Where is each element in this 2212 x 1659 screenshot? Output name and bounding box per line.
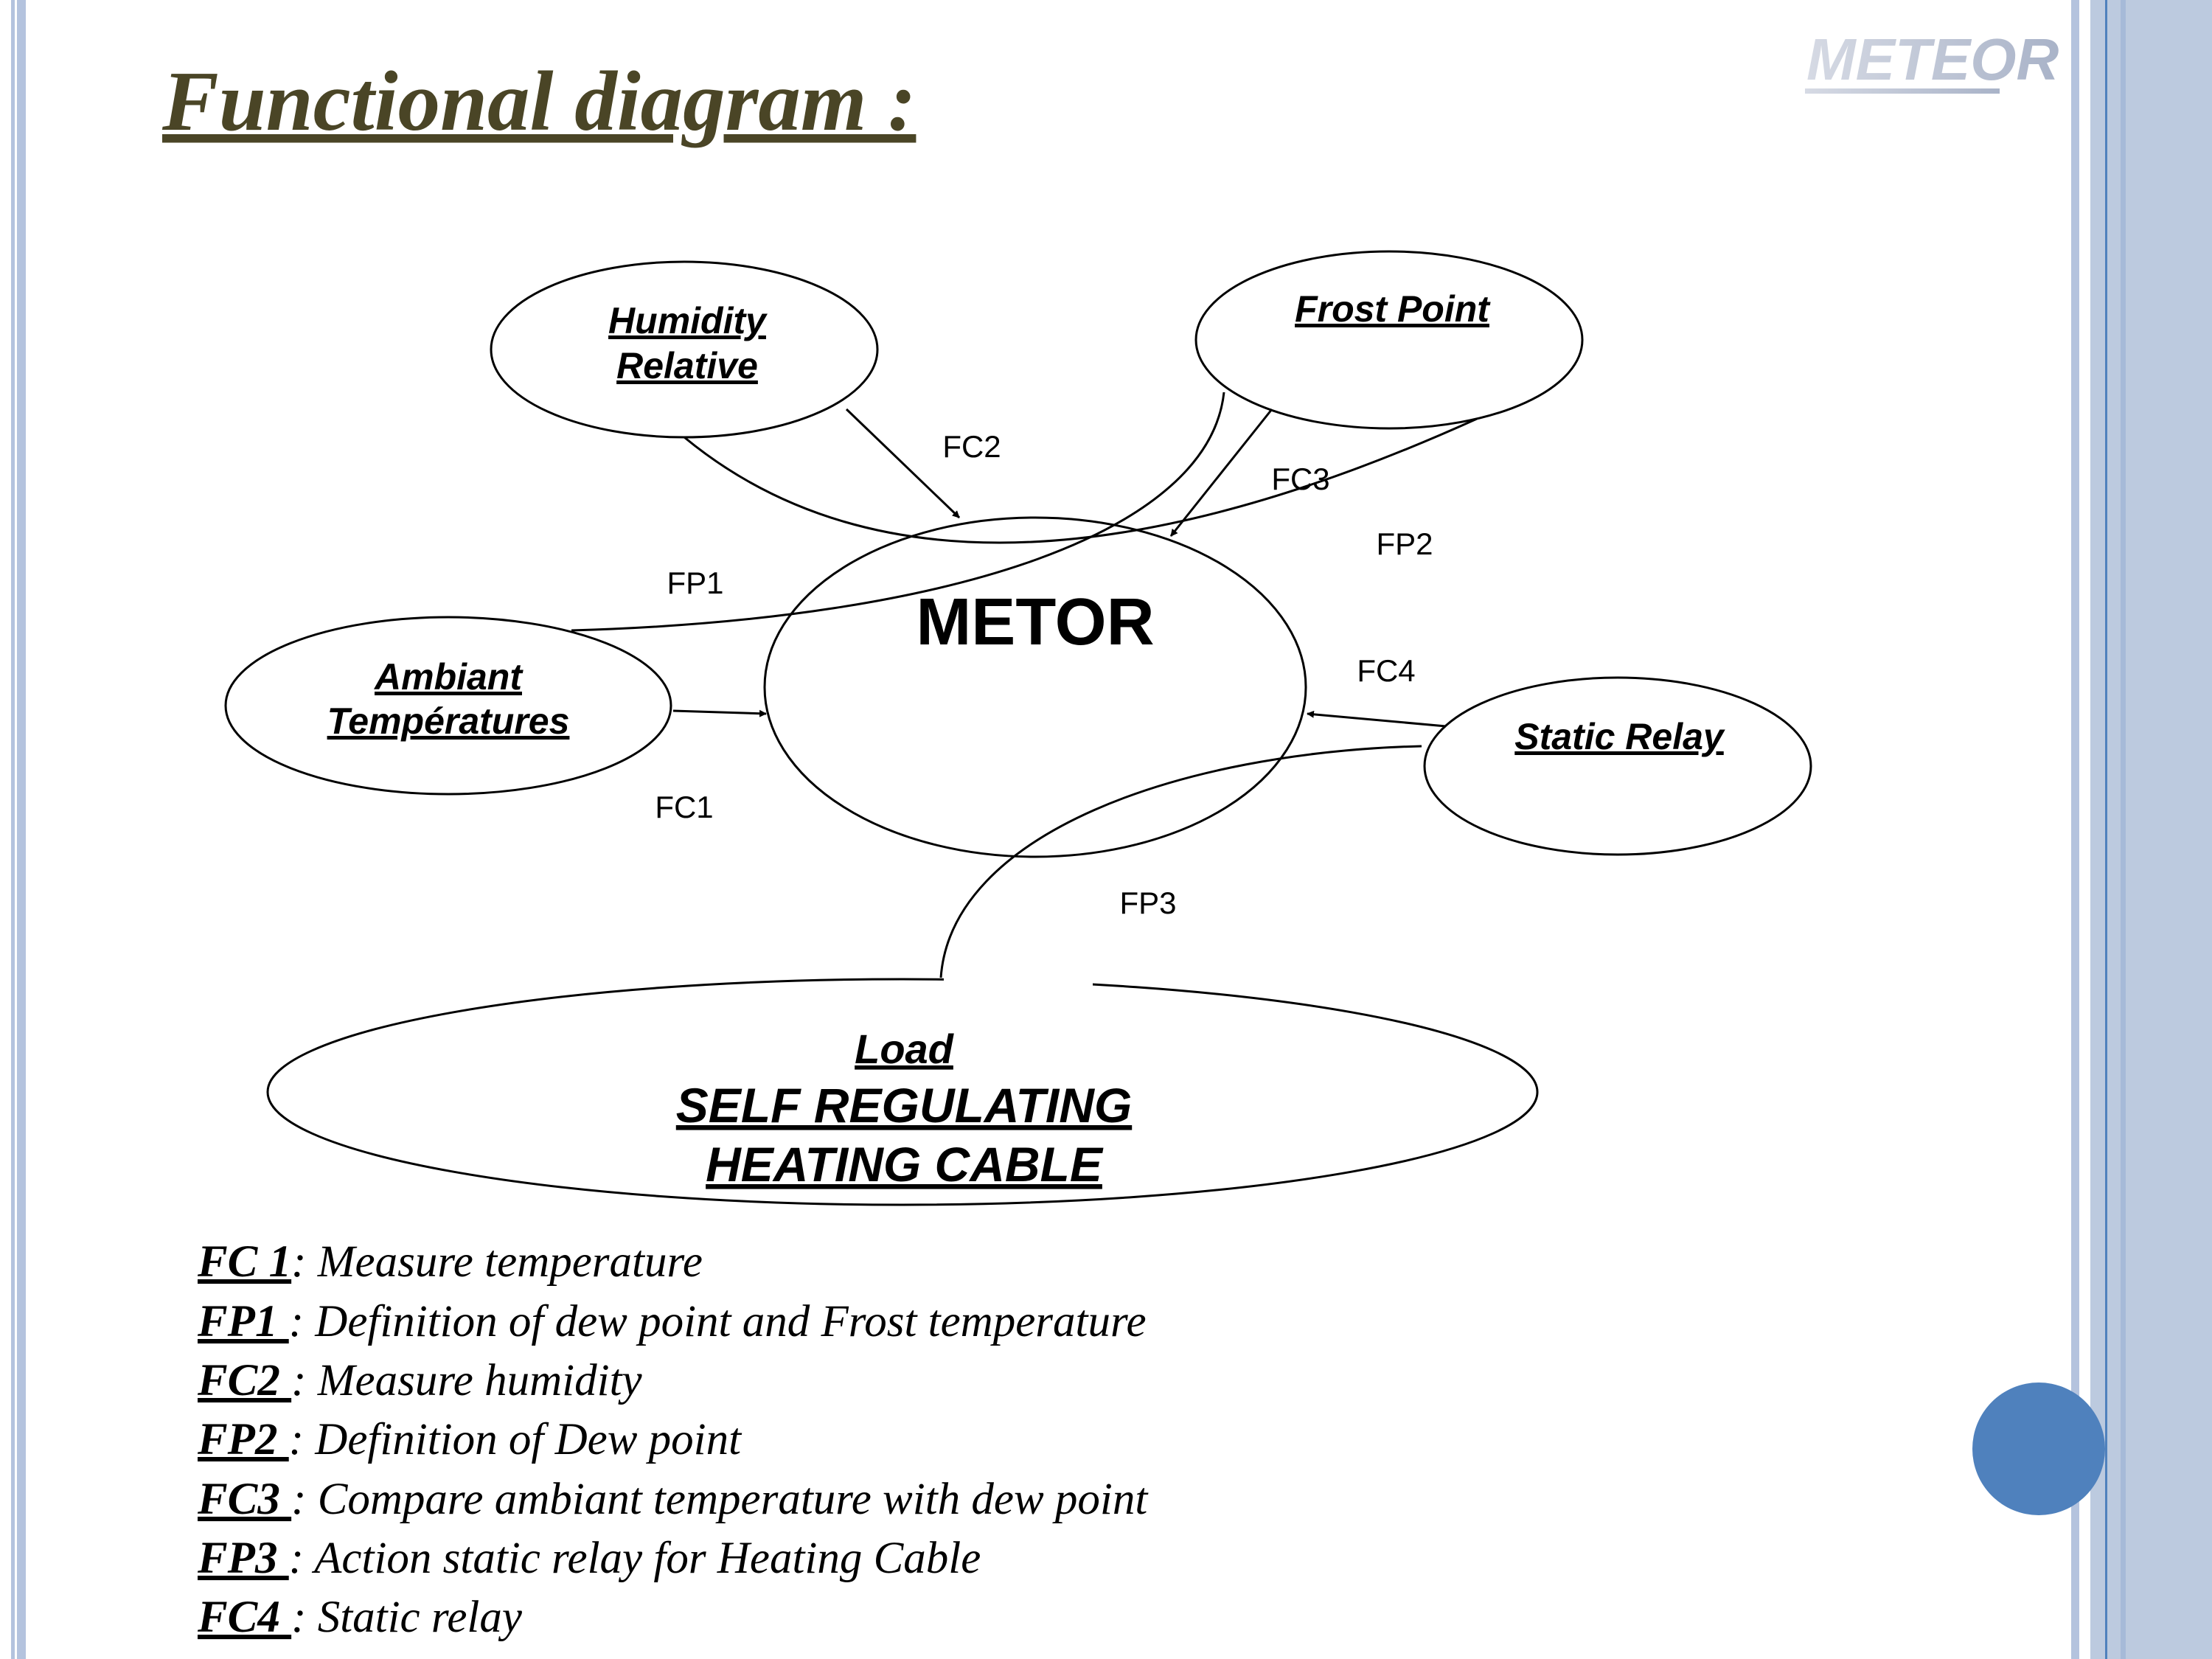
fc1-arrow [672,709,767,717]
fc3-label: FC3 [1271,462,1329,496]
legend-item: FP1 : Definition of dew point and Frost … [197,1297,1147,1346]
fp2-label: FP2 [1376,526,1433,561]
relay-node [1423,676,1812,856]
legend-item: FC 1: Measure temperature [197,1237,703,1287]
frost-node [1194,250,1584,430]
legend-item: FP2 : Definition of Dew point [197,1415,742,1464]
humidity-label: Humidity [608,300,768,341]
fc2-label: FC2 [942,429,1001,464]
fp3-curve [939,745,1422,978]
fp1-label: FP1 [667,566,723,600]
legend-item: FC3 : Compare ambiant temperature with d… [197,1475,1149,1524]
frost-label: Frost Point [1295,288,1491,330]
ambiant-node [224,616,672,796]
load-node [266,978,1539,1206]
ambiant-label-2: Températures [327,700,570,742]
fc4-arrow [1307,710,1447,728]
fp3-label: FP3 [1119,886,1176,920]
fp1-curve [571,392,1225,632]
legend: FC 1: Measure temperature FP1 : Definiti… [197,1237,1149,1642]
decorative-circle [1972,1382,2105,1515]
left-border [11,0,26,1659]
connections [571,392,1478,978]
legend-item: FC2 : Measure humidity [197,1356,643,1405]
load-label-3: HEATING CABLE [706,1137,1104,1192]
right-border [2071,0,2212,1659]
ambiant-label: Ambiant [373,656,524,698]
load-label: Load [855,1026,955,1072]
svg-text:METEOR: METEOR [1806,27,2059,92]
metor-node [763,516,1307,858]
legend-item: FP3 : Action static relay for Heating Ca… [197,1534,981,1583]
fp2-curve [684,417,1478,544]
load-label-2: SELF REGULATING [676,1078,1132,1133]
legend-item: FC4 : Static relay [197,1593,523,1642]
fc4-label: FC4 [1357,653,1415,688]
metor-label: METOR [916,585,1154,659]
page-title: Functional diagram : [161,55,916,148]
meteor-logo: METEOR [1805,27,2059,94]
relay-label: Static Relay [1514,716,1725,757]
humidity-label-2: Relative [616,345,758,386]
fc1-label: FC1 [655,790,713,824]
fc2-arrow [845,408,961,519]
humidity-node [490,260,879,439]
fc3-arrow [1169,408,1273,537]
